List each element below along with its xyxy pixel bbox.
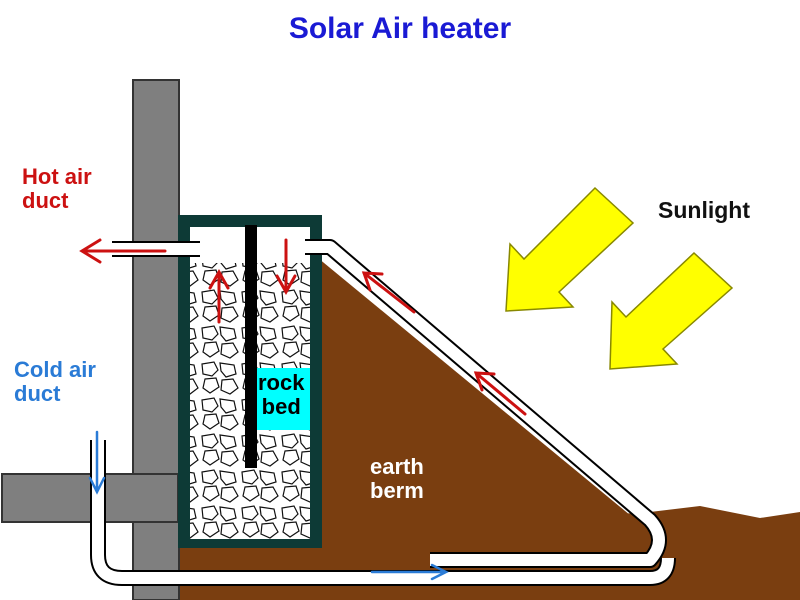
hot-air-label-line1: Hot air <box>22 164 92 189</box>
up-arrow <box>208 268 230 324</box>
rock-bed-highlight <box>256 368 310 430</box>
sun-arrows <box>505 186 734 370</box>
earth-berm-label: earth berm <box>370 454 424 504</box>
diagram-title: Solar Air heater <box>288 12 512 45</box>
cold-air-flow-arrows <box>88 430 449 581</box>
baffle-divider <box>245 225 257 468</box>
slope-arrow-upper <box>361 271 416 314</box>
hot-air-duct-label: Hot air duct <box>22 164 92 214</box>
hot-air-label-line2: duct <box>22 188 69 214</box>
rock-bed-label: rock bed <box>258 370 305 420</box>
hot-air-out-arrow <box>79 238 167 264</box>
cold-air-right-arrow <box>370 563 449 581</box>
earth-berm-label-line1: earth <box>370 454 424 479</box>
cold-air-duct-label: Cold air duct <box>14 357 96 407</box>
down-arrow <box>275 238 297 296</box>
cold-air-label-line2: duct <box>14 381 61 407</box>
sun-arrow-2 <box>609 251 734 370</box>
rock-bed-label-line2: bed <box>261 394 301 420</box>
hot-air-flow-arrows <box>79 238 527 416</box>
slope-arrow-lower <box>473 371 527 416</box>
rock-bed-label-line1: rock <box>258 370 305 395</box>
sun-arrow-1 <box>505 186 635 312</box>
earth-berm-label-line2: berm <box>370 478 424 504</box>
sunlight-label: Sunlight <box>658 197 750 223</box>
cold-air-label-line1: Cold air <box>14 357 96 382</box>
cold-air-down-arrow <box>88 430 106 495</box>
earth-berm <box>318 258 670 548</box>
